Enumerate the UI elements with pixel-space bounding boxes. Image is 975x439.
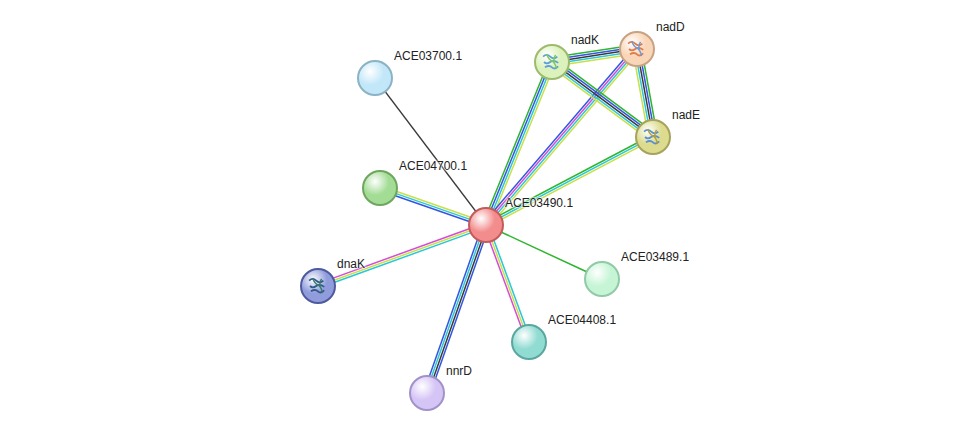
node-label: ACE03490.1	[505, 196, 573, 210]
evidence-line	[564, 74, 638, 129]
interaction-edge	[568, 47, 621, 64]
interaction-edge	[563, 69, 642, 131]
protein-node: ACE04408.1	[511, 324, 547, 360]
evidence-line	[501, 232, 586, 272]
node-label: nnrD	[446, 364, 472, 378]
interaction-edge	[636, 65, 655, 121]
interaction-edge	[395, 192, 470, 222]
evidence-line	[385, 92, 476, 212]
structure-strand	[309, 279, 324, 293]
interaction-edge	[430, 240, 484, 378]
evidence-line	[396, 194, 470, 220]
structure-strand	[644, 130, 659, 144]
protein-node: nadK	[534, 44, 570, 80]
evidence-line	[434, 241, 482, 377]
evidence-line	[333, 229, 469, 278]
protein-node: ACE03700.1	[357, 60, 393, 96]
node-label: nadK	[571, 33, 599, 47]
evidence-line	[566, 72, 640, 127]
node-label: nadE	[672, 108, 700, 122]
evidence-line	[498, 63, 627, 213]
structure-strand	[543, 55, 558, 69]
evidence-line	[335, 233, 471, 282]
evidence-line	[436, 242, 484, 378]
evidence-line	[638, 66, 648, 121]
protein-node: nadD	[619, 31, 655, 67]
structure-strand	[628, 42, 643, 56]
interaction-edge	[385, 92, 476, 212]
interaction-edge	[495, 60, 629, 214]
structure-icon	[637, 121, 669, 153]
node-label: ACE04408.1	[548, 313, 616, 327]
structure-icon	[536, 46, 568, 78]
evidence-line	[500, 143, 637, 215]
evidence-line	[567, 70, 641, 125]
protein-node: nadE	[635, 119, 671, 155]
interaction-edge	[500, 143, 639, 219]
protein-node: dnaK	[300, 268, 336, 304]
structure-strand	[648, 129, 658, 144]
structure-strand	[632, 41, 642, 56]
evidence-line	[334, 231, 470, 280]
protein-node: ACE04700.1	[362, 170, 398, 206]
evidence-line	[568, 69, 642, 124]
interaction-edge	[490, 240, 525, 327]
evidence-line	[495, 60, 624, 210]
protein-node: ACE03490.1	[468, 207, 504, 243]
structure-icon	[302, 270, 334, 302]
evidence-line	[430, 240, 478, 376]
evidence-line	[397, 192, 471, 218]
evidence-line	[492, 241, 523, 326]
structure-strand	[313, 278, 323, 293]
evidence-line	[570, 56, 621, 64]
protein-node: nnrD	[409, 375, 445, 411]
evidence-line	[502, 147, 639, 219]
evidence-line	[495, 79, 548, 211]
evidence-line	[563, 76, 637, 131]
interaction-edge	[333, 229, 471, 283]
interaction-edge	[489, 77, 548, 211]
structure-strand	[547, 54, 557, 69]
evidence-line	[501, 145, 638, 217]
evidence-line	[640, 66, 650, 121]
node-label: ACE04700.1	[399, 159, 467, 173]
evidence-line	[490, 242, 521, 327]
node-label: ACE03700.1	[394, 49, 462, 63]
evidence-line	[494, 240, 525, 325]
protein-node: ACE03489.1	[584, 261, 620, 297]
evidence-line	[395, 196, 469, 222]
interaction-edge	[501, 232, 586, 272]
node-label: nadD	[656, 20, 685, 34]
node-label: dnaK	[337, 257, 365, 271]
evidence-line	[636, 67, 646, 122]
node-label: ACE03489.1	[621, 250, 689, 264]
structure-icon	[621, 33, 653, 65]
evidence-line	[432, 241, 480, 377]
evidence-line	[500, 64, 629, 214]
